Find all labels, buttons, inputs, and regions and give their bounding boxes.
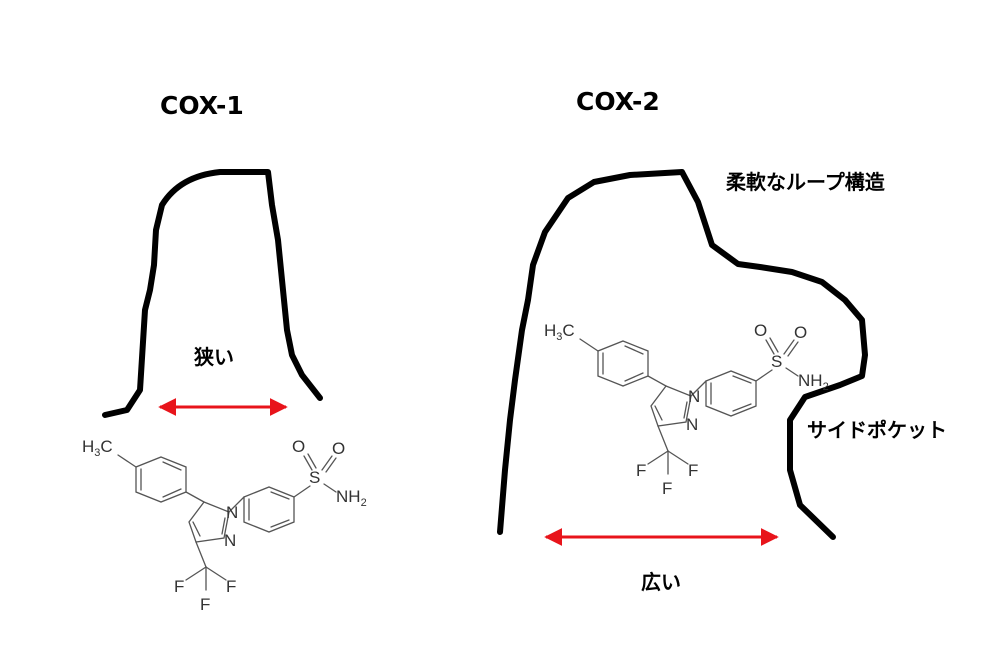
celecoxib-structure-cox2 <box>543 320 830 499</box>
cox2-pocket-outline <box>497 169 868 540</box>
wide-label: 広い <box>641 570 681 594</box>
cox1-pocket-outline <box>102 169 323 418</box>
flexible-loop-label: 柔軟なループ構造 <box>726 170 886 194</box>
side-pocket-label: サイドポケット <box>807 418 947 442</box>
cox1-title: COX-1 <box>160 91 244 120</box>
cox2-title: COX-2 <box>576 87 660 116</box>
celecoxib-structure-cox1 <box>81 436 368 615</box>
narrow-label: 狭い <box>193 345 234 369</box>
